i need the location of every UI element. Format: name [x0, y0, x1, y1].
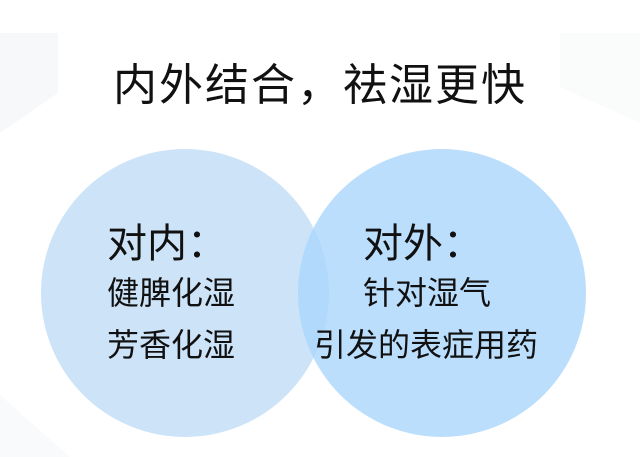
external-item: 引发的表症用药 [314, 326, 539, 364]
external-treatment-block: 对外： 针对湿气 引发的表症用药 [314, 222, 576, 366]
diagram-title: 内外结合，祛湿更快 [113, 60, 527, 111]
background-decoration [0, 395, 70, 457]
venn-circle-external [298, 149, 586, 437]
internal-treatment-block: 对内： 健脾化湿 芳香化湿 [107, 222, 235, 366]
external-item: 针对湿气 [363, 274, 492, 312]
external-heading: 对外： [363, 221, 483, 267]
internal-item: 芳香化湿 [107, 326, 236, 364]
venn-circle-internal [41, 149, 329, 437]
internal-heading: 对内： [107, 221, 227, 267]
internal-item: 健脾化湿 [107, 274, 236, 312]
